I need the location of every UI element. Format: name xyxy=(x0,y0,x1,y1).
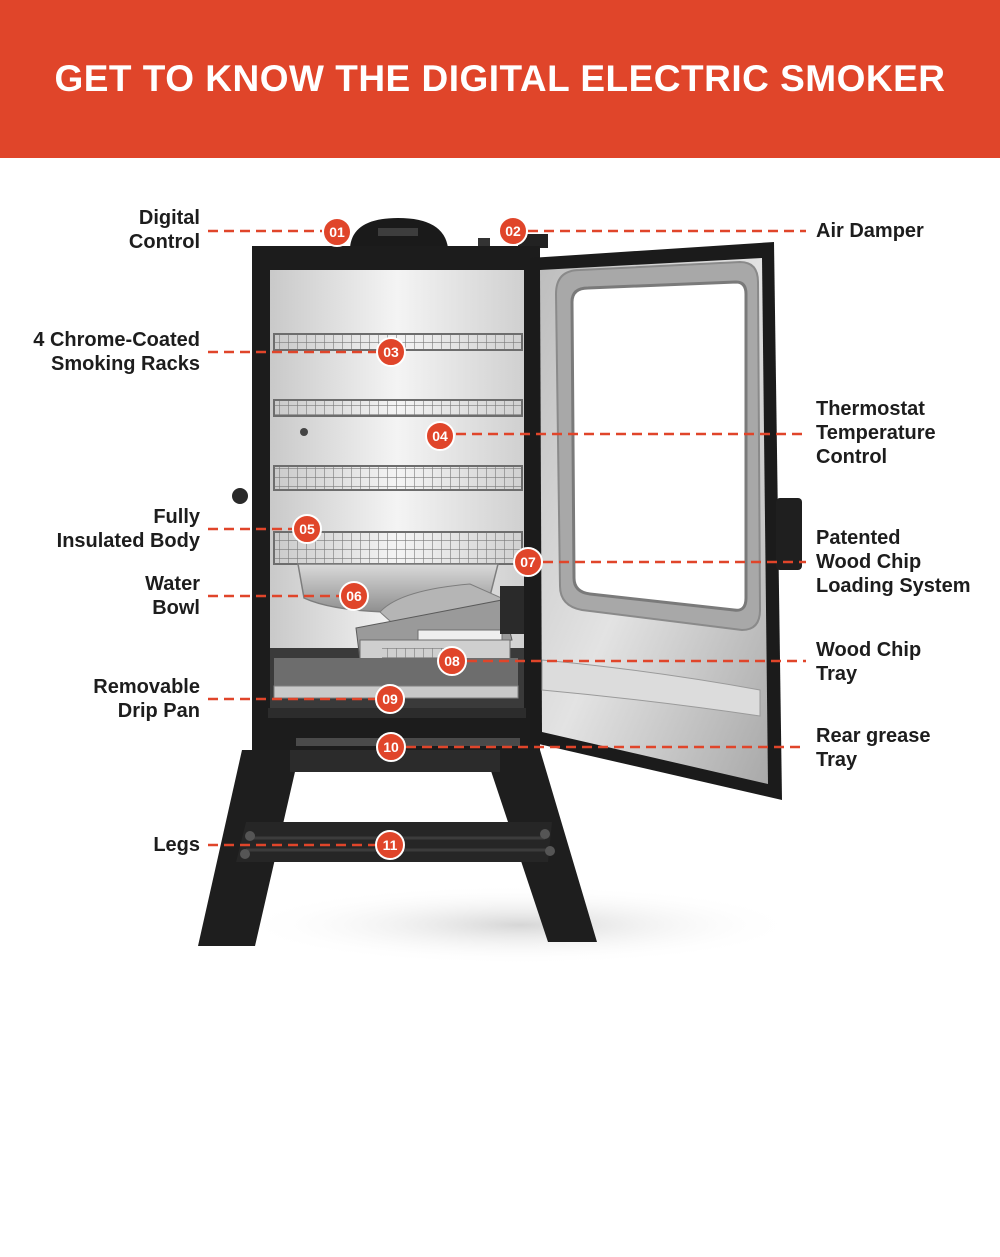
header-banner: GET TO KNOW THE DIGITAL ELECTRIC SMOKER xyxy=(0,0,1000,158)
marker-number: 01 xyxy=(329,224,345,240)
marker-06: 06 xyxy=(339,581,369,611)
leader-lines xyxy=(208,229,806,847)
marker-number: 09 xyxy=(382,691,398,707)
marker-11: 11 xyxy=(375,830,405,860)
marker-07: 07 xyxy=(513,547,543,577)
marker-09: 09 xyxy=(375,684,405,714)
marker-number: 05 xyxy=(299,521,315,537)
marker-01: 01 xyxy=(322,217,352,247)
marker-number: 04 xyxy=(432,428,448,444)
label-drip-pan: Removable Drip Pan xyxy=(93,676,200,722)
marker-number: 03 xyxy=(383,344,399,360)
marker-number: 02 xyxy=(505,223,521,239)
page-title: GET TO KNOW THE DIGITAL ELECTRIC SMOKER xyxy=(54,58,946,99)
marker-number: 11 xyxy=(383,837,398,853)
marker-number: 06 xyxy=(346,588,362,604)
digital-control-unit xyxy=(350,218,548,250)
label-digital-control: Digital Control xyxy=(128,207,200,253)
marker-number: 08 xyxy=(444,653,460,669)
floor-shadow xyxy=(240,885,800,965)
open-door xyxy=(530,242,802,800)
marker-08: 08 xyxy=(437,646,467,676)
marker-05: 05 xyxy=(292,514,322,544)
label-rear-grease-tray: Rear grease Tray xyxy=(816,725,931,771)
grease-tray xyxy=(296,738,520,746)
marker-number: 10 xyxy=(383,739,399,755)
label-wood-chip-tray: Wood Chip Tray xyxy=(816,639,922,685)
label-wood-chip-loading: Patented Wood Chip Loading System xyxy=(816,527,971,597)
marker-04: 04 xyxy=(425,421,455,451)
marker-10: 10 xyxy=(376,732,406,762)
label-insulated-body: Fully Insulated Body xyxy=(56,506,200,552)
marker-number: 07 xyxy=(520,554,536,570)
label-smoking-racks: 4 Chrome-Coated Smoking Racks xyxy=(33,329,200,375)
label-water-bowl: Water Bowl xyxy=(145,573,200,619)
label-thermostat: Thermostat Temperature Control xyxy=(816,398,936,468)
label-legs: Legs xyxy=(153,834,200,856)
label-air-damper: Air Damper xyxy=(816,220,924,242)
marker-03: 03 xyxy=(376,337,406,367)
marker-02: 02 xyxy=(498,216,528,246)
